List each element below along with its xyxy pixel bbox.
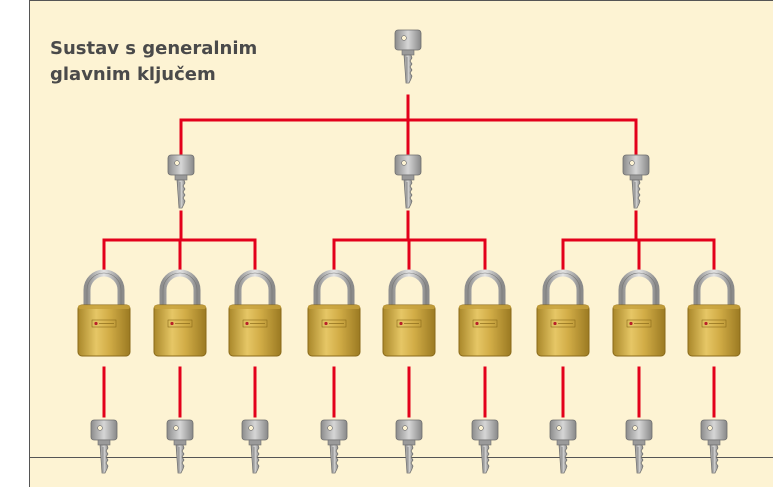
grand-master-key-icon [394, 29, 422, 84]
title-line-2: glavnim ključem [50, 64, 216, 85]
master-key-icon-1 [167, 154, 195, 209]
individual-key-icon-8 [625, 419, 653, 474]
padlock-icon-5 [382, 269, 436, 357]
individual-key-icon-9 [700, 419, 728, 474]
individual-key-icon-2 [166, 419, 194, 474]
individual-key-icon-3 [241, 419, 269, 474]
padlock-icon-6 [458, 269, 512, 357]
panel-bottom-border [29, 457, 773, 458]
master-key-icon-3 [622, 154, 650, 209]
padlock-icon-7 [536, 269, 590, 357]
individual-key-icon-7 [549, 419, 577, 474]
connector-lines [102, 94, 716, 418]
master-key-icon-2 [394, 154, 422, 209]
individual-key-icon-4 [320, 419, 348, 474]
padlock-icon-1 [77, 269, 131, 357]
padlock-icon-4 [307, 269, 361, 357]
diagram-elements [77, 29, 741, 474]
individual-key-icon-6 [471, 419, 499, 474]
diagram-title: Sustav s generalnim glavnim ključem [50, 36, 350, 88]
padlock-icon-8 [612, 269, 666, 357]
title-line-1: Sustav s generalnim [50, 38, 258, 59]
padlock-icon-3 [228, 269, 282, 357]
padlock-icon-9 [687, 269, 741, 357]
padlock-icon-2 [153, 269, 207, 357]
diagram-background-panel [29, 0, 773, 487]
individual-key-icon-1 [90, 419, 118, 474]
individual-key-icon-5 [395, 419, 423, 474]
